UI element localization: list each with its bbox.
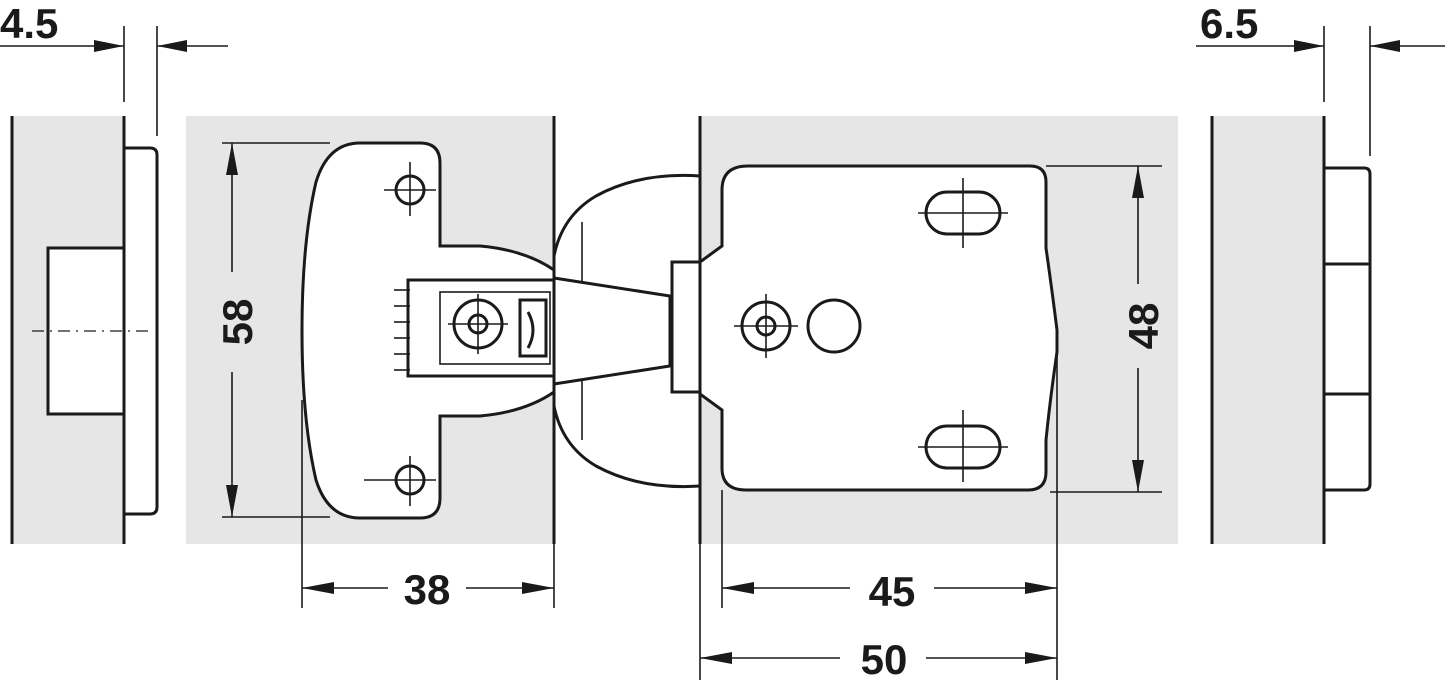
plate-round-hole [806, 298, 862, 354]
left-side-view: 4.5 [0, 0, 228, 544]
dim-right-offset: 6.5 [1200, 0, 1258, 47]
dim-38: 38 [301, 400, 555, 613]
dim-hinge-cup-width: 38 [404, 566, 451, 613]
hinge-arm [552, 173, 702, 489]
dim-48: 48 [1046, 165, 1167, 493]
dim-plate-width: 45 [869, 568, 916, 615]
mounting-plate-left [300, 141, 556, 520]
dim-plate-height: 48 [1120, 303, 1167, 350]
base-plate-outline [698, 164, 1059, 492]
right-side-panel [1212, 116, 1324, 544]
right-side-plate [1322, 166, 1372, 492]
right-side-view: 6.5 [1196, 0, 1445, 544]
dim-left-offset: 4.5 [0, 0, 58, 47]
mounting-plate-right [698, 164, 1059, 492]
dim-45: 45 [721, 352, 1058, 680]
dim-plate-overall-width: 50 [861, 636, 908, 680]
hinge-arm-clip [670, 260, 702, 394]
dim-50: 50 [699, 544, 1057, 680]
dim-mount-plate-height: 58 [214, 299, 261, 346]
dim-58: 58 [214, 142, 330, 518]
